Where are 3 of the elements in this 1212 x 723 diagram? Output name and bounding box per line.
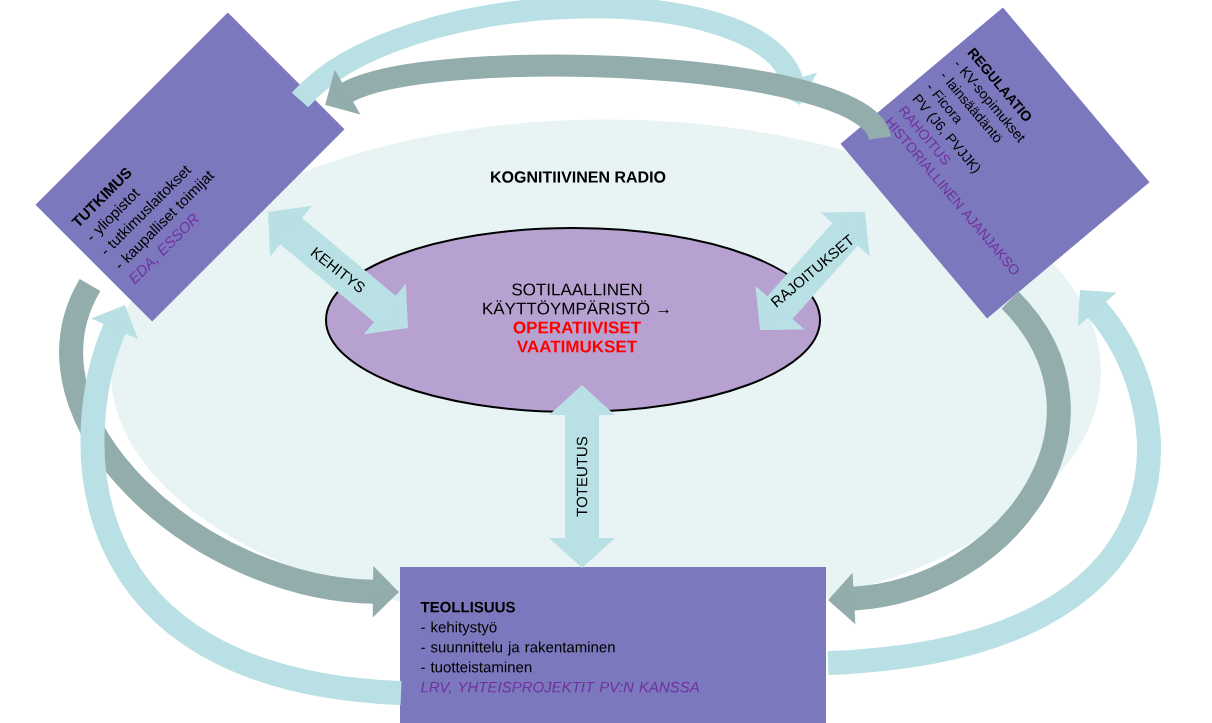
block-arrow [826, 290, 1161, 675]
block-arrow [292, 0, 817, 109]
category-box: TEOLLISUUS - kehitystyö - suunnittelu ja rakentaminen - tuotteistaminen LRV, YHTEISPROJEKTIT PV:N KANSSA [400, 567, 826, 723]
